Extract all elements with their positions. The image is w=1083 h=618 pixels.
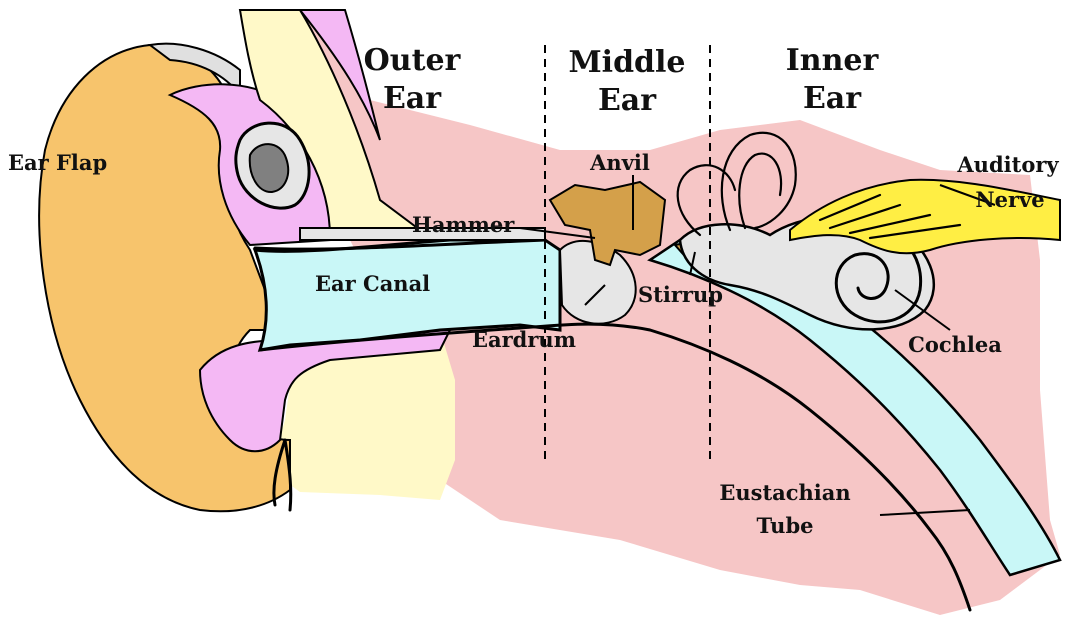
region-outer-line1: Outer xyxy=(364,43,462,78)
label-eustachian-line2: Tube xyxy=(756,513,813,538)
label-ear-flap: Ear Flap xyxy=(8,150,107,175)
label-auditory: Auditory xyxy=(956,152,1059,177)
label-eustachian-line1: Eustachian xyxy=(719,480,850,505)
region-middle-line2: Ear xyxy=(598,83,657,118)
label-ear-canal: Ear Canal xyxy=(315,271,430,296)
label-eardrum: Eardrum xyxy=(472,327,576,352)
label-nerve: Nerve xyxy=(975,187,1044,212)
label-cochlea: Cochlea xyxy=(908,332,1002,357)
label-stirrup: Stirrup xyxy=(638,282,723,307)
label-anvil: Anvil xyxy=(589,150,650,175)
region-inner-line2: Ear xyxy=(803,81,862,116)
region-middle-line1: Middle xyxy=(568,45,685,80)
region-inner-line1: Inner xyxy=(786,43,880,78)
label-hammer: Hammer xyxy=(412,212,515,237)
region-outer-line2: Ear xyxy=(383,81,442,116)
